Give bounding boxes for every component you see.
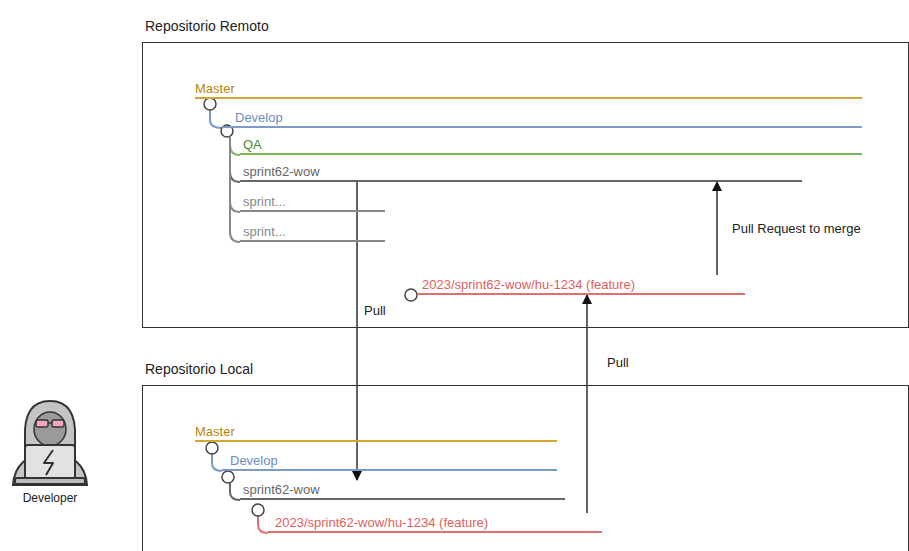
branch-curve: [212, 454, 222, 471]
branch-label: sprint62-wow: [240, 481, 320, 499]
branch-label: Master: [195, 423, 235, 441]
branch-label: 2023/sprint62-wow/hu-1234 (feature): [268, 514, 488, 532]
branch-label: QA: [240, 136, 262, 154]
edge-label: Pull: [605, 355, 631, 371]
sprint-branch: sprint...: [240, 222, 385, 242]
sprint-branch: sprint...: [240, 192, 385, 212]
branch-label: Develop: [222, 452, 278, 470]
branch-label: Develop: [222, 109, 283, 127]
panel-heading: Repositorio Local: [145, 360, 253, 378]
developer-icon: [13, 401, 87, 485]
feature-branch: 2023/sprint62-wow/hu-1234 (feature): [417, 275, 745, 295]
sprint-branch: sprint62-wow: [240, 162, 802, 182]
commit-dot: [206, 442, 218, 454]
branch-curve: [230, 137, 240, 212]
branch-label: sprint...: [240, 193, 286, 211]
commit-dot: [405, 289, 417, 301]
branch-curve: [230, 137, 240, 182]
repository-panel: Repositorio RemotoMasterDevelopQAsprint6…: [142, 42, 909, 328]
sprint-branch: sprint62-wow: [240, 480, 565, 500]
flow-arrow: [716, 182, 717, 275]
commit-dot: [252, 504, 264, 516]
branch-label: sprint...: [240, 223, 286, 241]
master-branch: Master: [195, 422, 557, 442]
actor-label: Developer: [5, 490, 95, 506]
repository-panel: Repositorio LocalMasterDevelopsprint62-w…: [142, 385, 909, 551]
develop-branch: Develop: [222, 451, 557, 471]
master-branch: Master: [195, 79, 862, 99]
qa-branch: QA: [240, 135, 862, 155]
flow-arrow: [356, 182, 357, 480]
panel-heading: Repositorio Remoto: [145, 17, 269, 35]
edge-label: Pull Request to merge: [730, 221, 869, 237]
branch-curve: [230, 483, 240, 500]
branch-curve: [258, 516, 268, 533]
branch-curve: [230, 137, 240, 242]
branch-label: 2023/sprint62-wow/hu-1234 (feature): [417, 276, 635, 294]
commit-dot: [204, 98, 216, 110]
feature-branch: 2023/sprint62-wow/hu-1234 (feature): [268, 513, 602, 533]
commit-dot: [222, 471, 234, 483]
edge-label: Pull: [362, 303, 388, 319]
branch-label: sprint62-wow: [240, 163, 320, 181]
branch-curve: [230, 137, 240, 155]
branch-curve: [210, 110, 222, 128]
develop-branch: Develop: [222, 108, 862, 128]
branch-label: Master: [195, 80, 235, 98]
